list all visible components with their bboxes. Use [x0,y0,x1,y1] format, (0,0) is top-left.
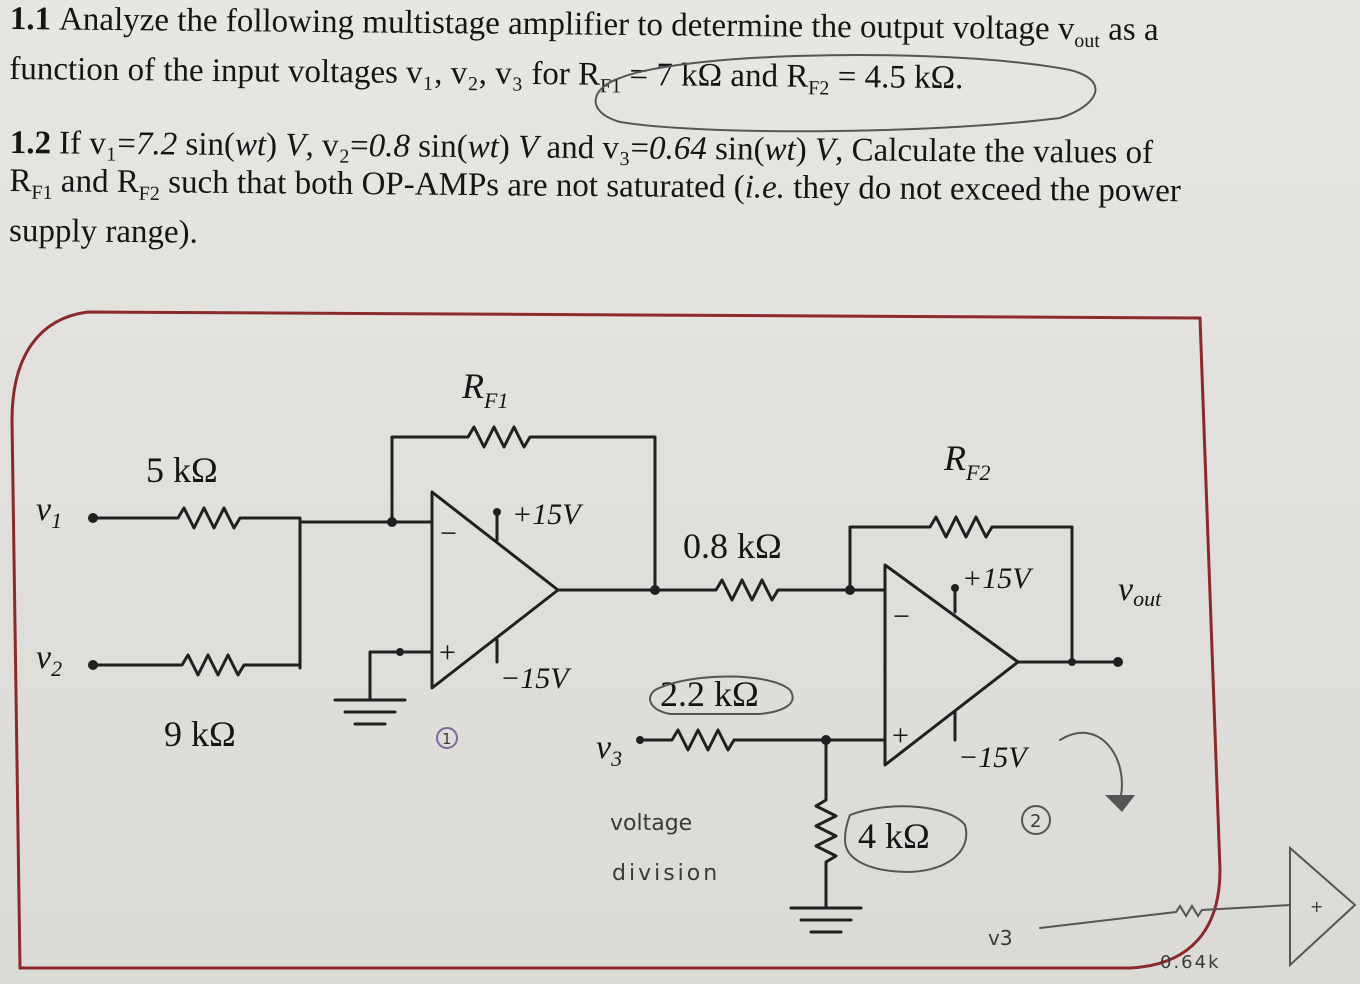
note-division: division [612,861,720,886]
wire-rf1 [390,425,657,592]
wire-rf2 [848,515,1074,664]
opamp2-supply-pos-dot [951,584,959,592]
wire-r4 [638,728,887,752]
opamp1-plus: + [439,636,456,669]
ground-symbol-2 [789,906,863,934]
label-r4: 2.2 kΩ [660,674,759,714]
ground-symbol-1 [333,698,407,726]
note-voltage: voltage [610,811,692,836]
opamp-2 [883,563,1020,767]
pencil-ellipse-values [594,54,1097,133]
note-v3: v3 [988,926,1013,950]
stage-2-circle [1021,805,1051,835]
label-r3: 0.8 kΩ [683,526,782,566]
wire-opamp1-ground [368,650,434,702]
stage-1-note: 1 [442,730,452,748]
label-v1: v1 [36,491,62,533]
opamp1-supply-pos-dot [493,508,501,516]
opamp1-minus: − [440,517,457,550]
label-v2: v2 [36,639,62,681]
label-vout: vout [1118,571,1162,611]
stage-2-note: 2 [1030,811,1041,832]
pencil-ellipse-r5 [843,805,968,874]
opamp2-minus: − [893,600,910,633]
node-opamp2-out [1068,658,1076,666]
opamp1-vneg: −15V [500,662,572,695]
pencil-arrow-curve [1059,731,1123,801]
opamp2-vpos: +15V [962,562,1034,595]
wire-r3 [556,578,852,602]
opamp-1 [430,490,560,690]
label-r1: 5 kΩ [146,450,218,490]
pencil-ellipse-r4 [649,675,794,715]
pencil-sketch-wire [1039,904,1291,929]
opamp1-vpos: +15V [512,498,584,531]
wire-r5 [814,738,838,910]
pencil-sketch-plus: + [1310,897,1323,916]
label-rf1: RF1 [461,366,508,413]
terminal-vout [1113,657,1123,667]
wire-v2 [91,653,302,677]
pencil-arrow-head [1105,795,1135,812]
pencil-sketch-opamp [1289,845,1357,968]
red-frame-border [10,310,1222,970]
opamp2-plus: + [892,719,909,752]
node-opamp1-plus [396,648,404,656]
wire-v1 [91,506,302,670]
label-rf2: RF2 [943,438,990,485]
opamp2-vneg: −15V [958,741,1030,774]
label-v3: v3 [596,729,622,771]
label-r5: 4 kΩ [858,816,930,856]
note-value: 0.64k [1160,952,1221,973]
label-r2: 9 kΩ [164,714,236,754]
stage-1-circle [436,727,458,749]
